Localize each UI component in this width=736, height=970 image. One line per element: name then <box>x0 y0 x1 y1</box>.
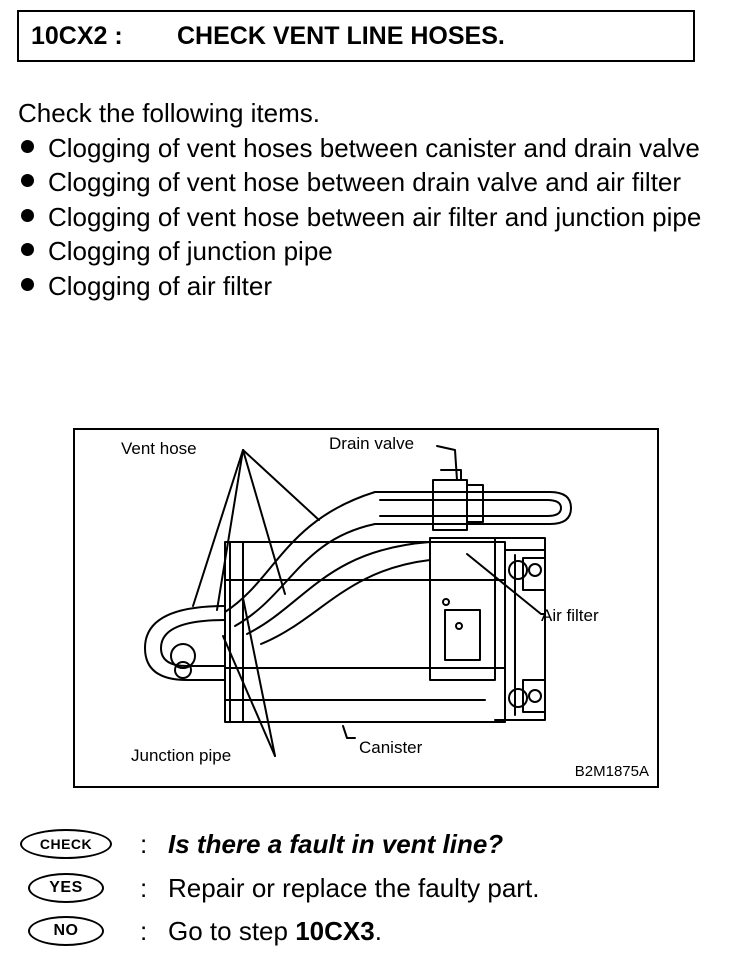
check-item: Clogging of vent hose between air filter… <box>18 200 704 235</box>
step-code: 10CX2 : <box>31 21 123 50</box>
no-badge: NO <box>28 916 104 946</box>
label-vent-hose: Vent hose <box>121 439 197 458</box>
bullet-icon <box>21 208 34 222</box>
colon: : <box>140 872 148 903</box>
no-step: NO : Go to step 10CX3. <box>20 911 382 951</box>
bullet-icon <box>21 277 34 291</box>
vent-line-diagram: Vent hose Drain valve Air filter Junctio… <box>73 428 659 788</box>
label-air-filter: Air filter <box>541 606 599 625</box>
label-drain-valve: Drain valve <box>329 434 415 453</box>
junction-pipe-shape <box>144 605 226 681</box>
check-items-section: Check the following items. Clogging of v… <box>18 96 704 304</box>
intro-text: Check the following items. <box>18 98 321 128</box>
bullet-icon <box>21 139 34 153</box>
drain-valve-shape <box>432 479 468 531</box>
next-step-link: 10CX3 <box>295 915 375 946</box>
yes-action: Repair or replace the faulty part. <box>168 872 540 903</box>
label-junction-pipe: Junction pipe <box>131 746 232 765</box>
colon: : <box>140 915 148 946</box>
figure-id: B2M1875A <box>574 763 649 780</box>
air-filter-shape <box>429 537 496 681</box>
yes-step: YES : Repair or replace the faulty part. <box>20 868 539 908</box>
drain-valve-hose <box>374 491 572 525</box>
step-title: CHECK VENT LINE HOSES. <box>177 21 505 50</box>
check-item: Clogging of junction pipe <box>18 234 704 269</box>
vent-line-drawing <box>144 445 572 757</box>
step-title-box: 10CX2 : CHECK VENT LINE HOSES. <box>17 10 695 62</box>
check-badge: CHECK <box>20 829 112 859</box>
check-item: Clogging of air filter <box>18 269 704 304</box>
check-items-list: Clogging of vent hoses between canister … <box>18 131 704 304</box>
check-step: CHECK : Is there a fault in vent line? <box>20 824 503 864</box>
check-item: Clogging of vent hoses between canister … <box>18 131 704 166</box>
canister-shape <box>224 541 506 723</box>
no-action: Go to step 10CX3. <box>168 915 382 946</box>
check-question: Is there a fault in vent line? <box>168 828 504 859</box>
check-item: Clogging of vent hose between drain valv… <box>18 165 704 200</box>
label-canister: Canister <box>359 738 423 757</box>
yes-badge: YES <box>28 873 104 903</box>
colon: : <box>140 828 148 859</box>
bullet-icon <box>21 243 34 257</box>
bullet-icon <box>21 174 34 188</box>
